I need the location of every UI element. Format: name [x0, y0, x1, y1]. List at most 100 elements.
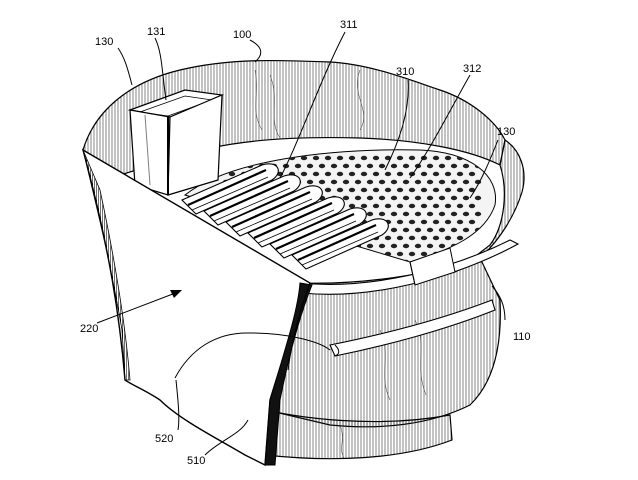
perforation-hole: [360, 203, 368, 209]
grate-tube: [181, 163, 279, 215]
ref-312: 312: [463, 63, 481, 75]
perforation-hole: [336, 155, 344, 161]
perforation-hole: [432, 219, 440, 225]
perforation-hole: [354, 259, 362, 262]
perforation-hole: [408, 187, 416, 193]
perforation-hole: [396, 187, 404, 193]
perforation-hole: [432, 235, 440, 241]
perforation-hole: [426, 195, 434, 201]
perforation-hole: [438, 243, 446, 249]
perforation-hole: [438, 179, 446, 185]
perforation-hole: [348, 171, 356, 177]
perforation-hole: [330, 163, 338, 169]
perforation-hole: [432, 187, 440, 193]
perforation-hole: [402, 179, 410, 185]
perforation-hole: [348, 187, 356, 193]
perforation-hole: [360, 155, 368, 161]
perforation-hole: [414, 179, 422, 185]
perforation-hole: [456, 235, 464, 241]
grate-tube: [247, 196, 345, 248]
perforation-hole: [474, 243, 482, 249]
perforation-hole: [438, 227, 446, 233]
perforation-hole: [456, 203, 464, 209]
perforation-hole: [402, 243, 410, 249]
perforation-hole: [426, 179, 434, 185]
perforation-hole: [396, 171, 404, 177]
perforation-hole: [348, 203, 356, 209]
perforation-hole: [300, 155, 308, 161]
perforation-hole: [414, 195, 422, 201]
perforation-hole: [228, 155, 236, 161]
perforation-hole: [282, 259, 290, 262]
grate-tube: [291, 218, 389, 270]
perforation-hole: [366, 195, 374, 201]
perforation-hole: [420, 219, 428, 225]
perforation-hole: [222, 227, 230, 233]
perforation-hole: [450, 179, 458, 185]
perforation-hole: [324, 171, 332, 177]
reference-numerals: 100 130 131 311 310 312 130 220 110 520 …: [80, 19, 531, 467]
base-ring: [244, 404, 453, 460]
ref-220: 220: [80, 323, 98, 335]
perforation-hole: [378, 259, 386, 262]
grate-tube: [269, 207, 367, 259]
perforation-hole: [402, 195, 410, 201]
perforation-hole: [354, 179, 362, 185]
perforation-hole: [462, 227, 470, 233]
perforation-hole: [408, 251, 416, 257]
perforation-hole: [390, 243, 398, 249]
perforation-hole: [426, 243, 434, 249]
perforation-hole: [330, 179, 338, 185]
ref-130-right: 130: [497, 126, 515, 138]
perforation-hole: [372, 251, 380, 257]
perforation-hole: [432, 155, 440, 161]
perforation-hole: [384, 187, 392, 193]
ref-130-left: 130: [95, 36, 113, 48]
perforation-hole: [312, 155, 320, 161]
perforation-hole: [366, 163, 374, 169]
perforation-hole: [408, 155, 416, 161]
perforation-hole: [390, 163, 398, 169]
perforation-hole: [420, 251, 428, 257]
perforation-hole: [318, 163, 326, 169]
perforation-hole: [390, 211, 398, 217]
perforation-hole: [420, 171, 428, 177]
perforation-hole: [462, 179, 470, 185]
strap-band: [299, 239, 520, 357]
perforation-hole: [390, 179, 398, 185]
perforation-hole: [384, 203, 392, 209]
perforation-hole: [336, 171, 344, 177]
perforation-hole: [474, 163, 482, 169]
perforation-hole: [366, 243, 374, 249]
right-wall: [454, 139, 525, 273]
perforation-hole: [378, 195, 386, 201]
perforation-hole: [240, 155, 248, 161]
perforation-hole: [234, 163, 242, 169]
perforation-hole: [360, 187, 368, 193]
perforation-hole: [372, 171, 380, 177]
perforation-hole: [468, 171, 476, 177]
perforation-hole: [222, 163, 230, 169]
perforation-hole: [342, 163, 350, 169]
ref-311: 311: [340, 19, 358, 31]
perforation-hole: [252, 155, 260, 161]
perforation-hole: [396, 155, 404, 161]
perforation-hole: [264, 155, 272, 161]
perforation-hole: [444, 187, 452, 193]
perforation-hole: [384, 155, 392, 161]
perforation-hole: [456, 219, 464, 225]
perforation-hole: [444, 171, 452, 177]
perforation-hole: [330, 259, 338, 262]
perforation-hole: [360, 251, 368, 257]
perforation-hole: [408, 219, 416, 225]
grate-tube: [225, 185, 323, 237]
perforation-hole: [372, 155, 380, 161]
perforation-hole: [240, 235, 248, 241]
perforation-hole: [378, 211, 386, 217]
perforation-hole: [396, 235, 404, 241]
grate-tube: [203, 174, 301, 226]
front-panel: [81, 148, 331, 467]
perforation-hole: [348, 251, 356, 257]
ref-131: 131: [147, 26, 165, 38]
perforation-hole: [384, 171, 392, 177]
